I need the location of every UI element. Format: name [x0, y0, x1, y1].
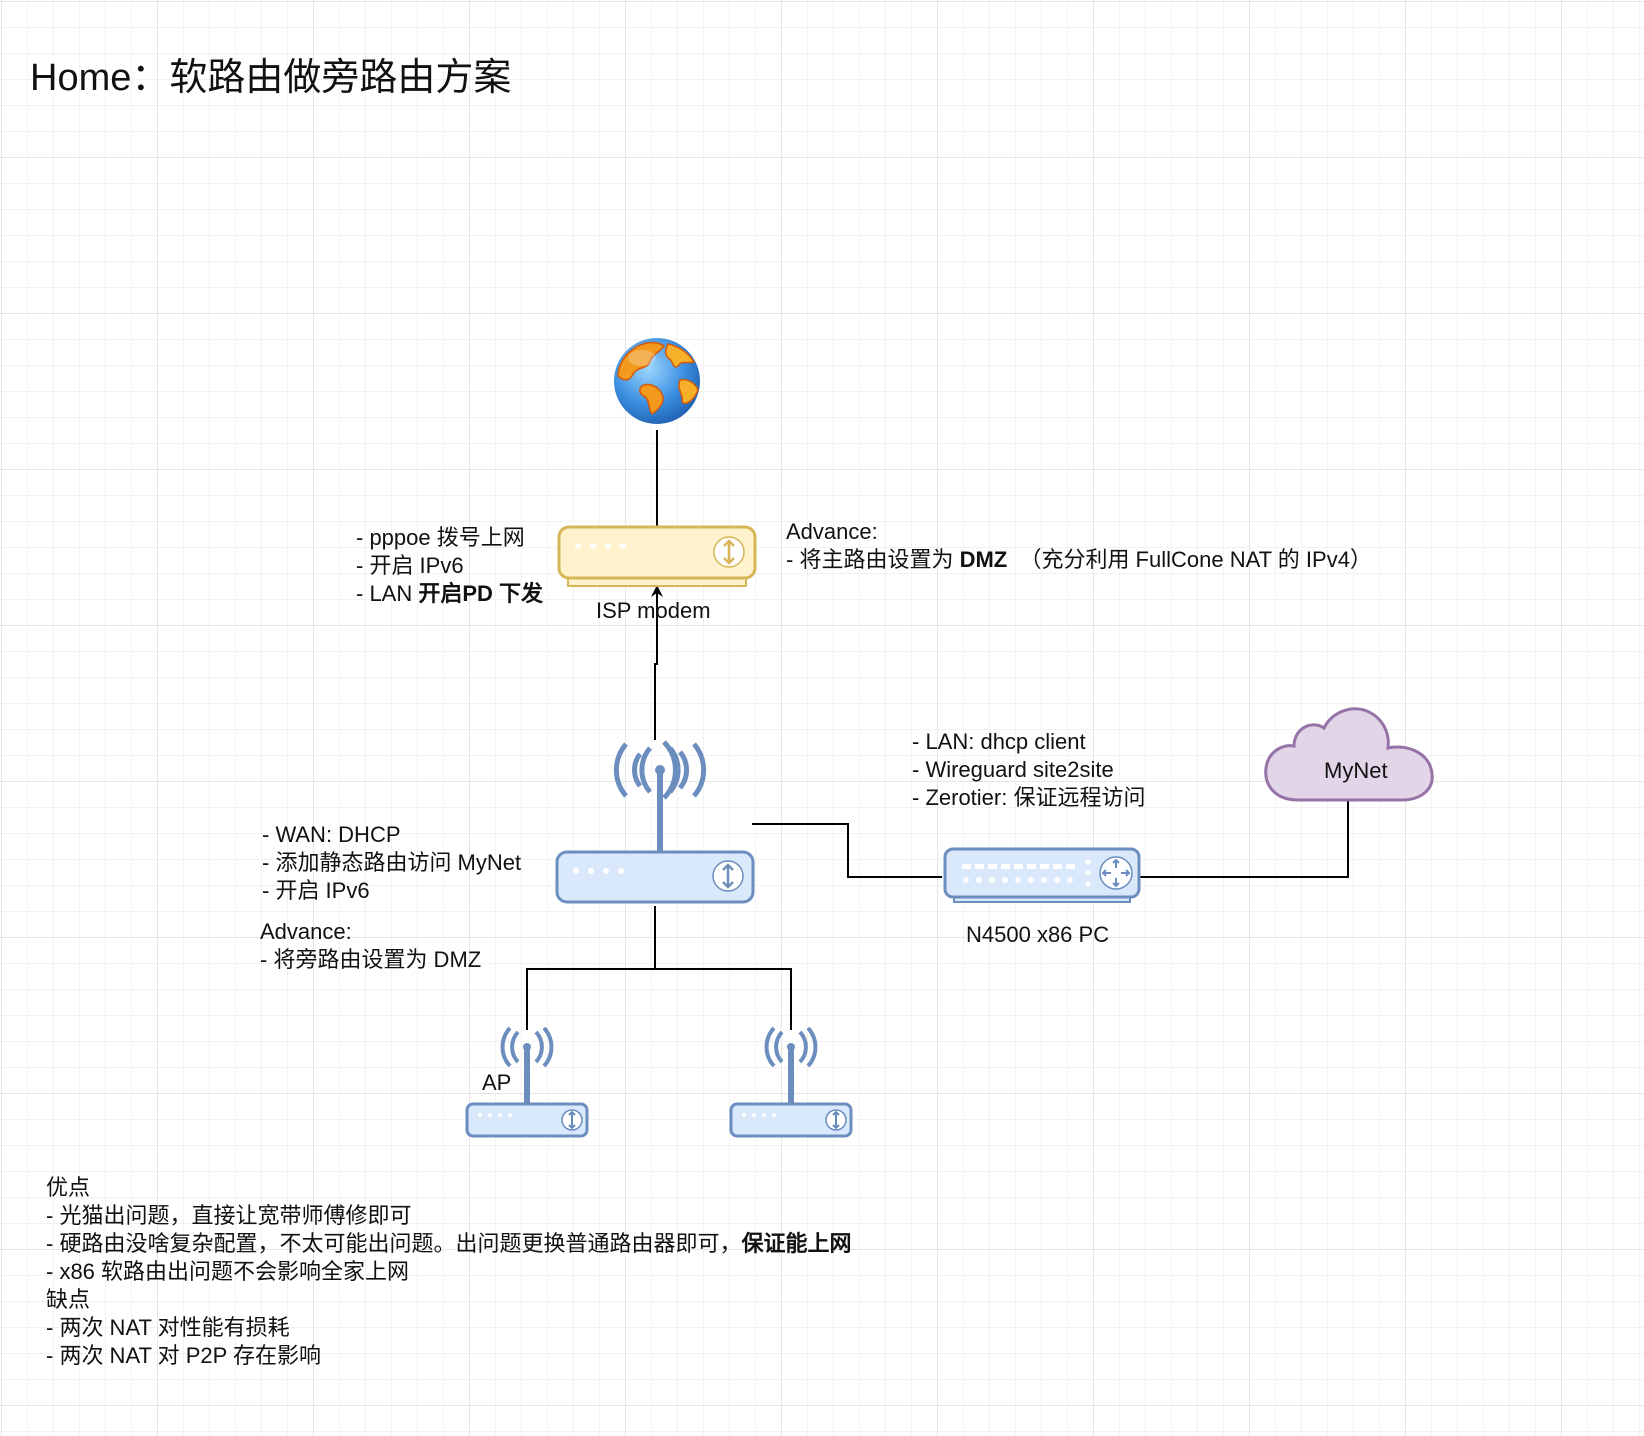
con-item: - 两次 NAT 对 P2P 存在影响 [46, 1343, 322, 1368]
router-config-line: - 开启 IPv6 [262, 878, 370, 903]
ap-label: AP [482, 1070, 512, 1095]
isp-modem-label: ISP modem [596, 598, 711, 623]
wireless-ap-icon[interactable] [728, 1026, 854, 1142]
modem-config-lan-prefix: - LAN [356, 581, 419, 606]
con-item: - 两次 NAT 对性能有损耗 [46, 1315, 290, 1340]
modem-config-line: - pppoe 拨号上网 [356, 525, 525, 550]
pro-item: - 光猫出问题，直接让宽带师傅修即可 [46, 1203, 412, 1228]
modem-config-note: - pppoe 拨号上网 - 开启 IPv6 - LAN 开启PD 下发 [356, 524, 543, 608]
cons-heading: 缺点 [46, 1287, 91, 1312]
edge-router-aps[interactable] [526, 906, 792, 1030]
advance-dmz-text: DMZ [959, 547, 1008, 572]
pc-config-line: - LAN: dhcp client [912, 729, 1086, 754]
pc-config-line: - Wireguard site2site [912, 757, 1114, 782]
router-config-note: - WAN: DHCP - 添加静态路由访问 MyNet - 开启 IPv6 [262, 821, 521, 905]
modem-icon[interactable] [556, 524, 758, 592]
pro-item: - x86 软路由出问题不会影响全家上网 [46, 1259, 410, 1284]
cloud-icon[interactable] [1260, 704, 1438, 806]
router-advance-note: Advance: - 将旁路由设置为 DMZ [260, 918, 481, 974]
advance-suffix: （充分利用 FullCone NAT 的 IPv4） [1007, 547, 1372, 572]
modem-config-pd-text: 开启PD 下发 [418, 581, 544, 606]
switch-router-icon[interactable] [942, 846, 1142, 906]
wireless-ap-icon[interactable] [464, 1026, 590, 1142]
edge-router-modem[interactable] [651, 585, 663, 740]
edge-router-pc[interactable] [752, 823, 942, 878]
router-config-line: - 添加静态路由访问 MyNet [262, 850, 522, 875]
x86-pc-label: N4500 x86 PC [966, 922, 1110, 947]
advance-heading: Advance: [260, 919, 352, 944]
router-config-line: - WAN: DHCP [262, 822, 401, 847]
advance-prefix: - 将主路由设置为 [786, 547, 960, 572]
edge-pc-mynet[interactable] [1137, 800, 1349, 878]
advance-line: - 将旁路由设置为 DMZ [260, 947, 482, 972]
pros-cons-note: 优点 - 光猫出问题，直接让宽带师傅修即可 - 硬路由没啥复杂配置，不太可能出问… [46, 1174, 851, 1370]
modem-config-line: - LAN 开启PD 下发 [356, 580, 543, 608]
globe-icon[interactable] [612, 336, 702, 426]
pc-config-line: - Zerotier: 保证远程访问 [912, 785, 1146, 810]
wireless-router-icon[interactable] [554, 738, 756, 910]
page-title: Home：软路由做旁路由方案 [30, 57, 512, 99]
advance-heading: Advance: [786, 519, 878, 544]
pros-heading: 优点 [46, 1175, 91, 1200]
modem-advance-note: Advance: - 将主路由设置为 DMZ （充分利用 FullCone NA… [786, 518, 1372, 574]
modem-config-line: - 开启 IPv6 [356, 553, 464, 578]
pro-item-text: - 硬路由没啥复杂配置，不太可能出问题。出问题更换普通路由器即可， [46, 1231, 742, 1256]
mynet-label: MyNet [1324, 758, 1388, 783]
pro-item-bold: 保证能上网 [741, 1231, 852, 1256]
pro-item: - 硬路由没啥复杂配置，不太可能出问题。出问题更换普通路由器即可，保证能上网 [46, 1230, 851, 1258]
pc-config-note: - LAN: dhcp client - Wireguard site2site… [912, 728, 1145, 812]
advance-line: - 将主路由设置为 DMZ （充分利用 FullCone NAT 的 IPv4） [786, 546, 1372, 574]
